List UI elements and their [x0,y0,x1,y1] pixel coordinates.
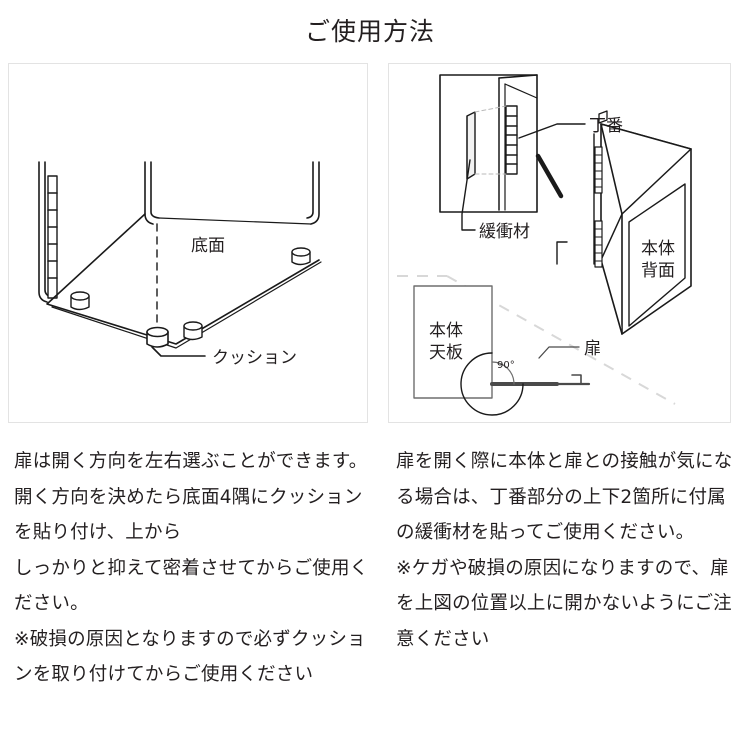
inset-top-slope [498,74,538,79]
cushion-rear-right [291,247,311,266]
body-top-plan-rect [413,285,493,399]
label-bottom-surface: 底面 [191,236,225,256]
label-body-top-line1: 本体 [429,321,463,341]
angle-arc-90 [491,361,515,385]
door-swing-arc [460,352,524,416]
inset-alignment-dashes [474,105,507,175]
hinge-detail-inset-box [439,74,538,213]
cabinet-right-inner-edge [306,161,314,219]
cushion-detached-sample [146,326,169,348]
label-body-rear-line1: 本体 [641,239,675,259]
cabinet-left-outer-edge [38,161,48,303]
label-door: 扉 [584,339,601,359]
hinge-door-illustration: 丁番 緩衝材 本体 背面 本体 天板 扉 90° [397,74,692,416]
inset-hinge-leaf [505,105,518,175]
cabinet-bottom-thickness [51,261,322,349]
inset-inner-slope [504,83,538,99]
cabinet-hinge-lower [594,220,603,268]
label-cushion: クッション [212,348,297,368]
hinge-strip [47,175,58,299]
label-hinge: 丁番 [589,116,623,136]
door-label-leader [538,346,580,359]
bottom-cushion-illustration: 底面 クッション [38,161,322,368]
cabinet-right-outer-edge [310,161,320,225]
lower-hinge-leader [556,241,568,265]
cabinet-divider-inner [150,161,160,219]
caption-right: 扉を開く際に本体と扉との接触が気になる場合は、丁番部分の上下2箇所に付属の緩衝材… [396,451,733,650]
panel-hinge-door: 丁番 緩衝材 本体 背面 本体 天板 扉 90° [388,63,731,423]
cushion-front-left [70,291,90,311]
label-angle-90: 90° [497,360,515,371]
label-cushion-material: 緩衝材 [479,222,530,242]
door-knob [571,374,582,385]
inset-zoom-pointer [535,153,564,199]
label-body-rear-line2: 背面 [641,261,675,281]
panel-bottom-cushion: 底面 クッション [8,63,368,423]
cushion-front-right [183,321,203,341]
cabinet-3d-body [598,110,692,335]
hinge-label-leader [518,123,586,139]
caption-left: 扉は開く方向を左右選ぶことができます。開く方向を決めたら底面4隅にクッションを貼… [14,451,369,685]
cabinet-rear-inner-line [158,217,312,225]
cushion-callout-leader [151,346,206,357]
page-title: ご使用方法 [304,17,435,46]
cabinet-bottom-face [46,213,320,345]
cushion-material-label-leader [461,159,476,231]
label-body-top-line2: 天板 [429,343,463,363]
cabinet-hinge-upper [594,146,603,194]
